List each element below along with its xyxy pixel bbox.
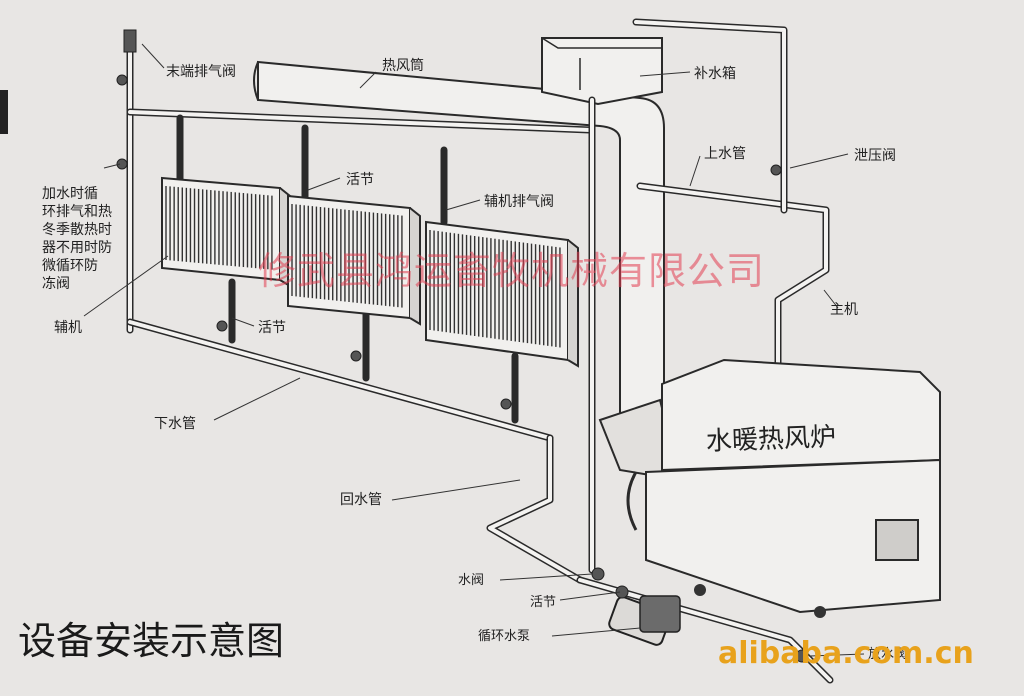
label-water-valve: 水阀	[458, 573, 484, 588]
left-edge-strip	[0, 90, 8, 134]
relief-valve-symbol	[770, 164, 782, 176]
label-drain-valve: 放水阀	[868, 647, 907, 662]
site-watermark: alibaba.com.cn	[718, 636, 974, 671]
label-furnace-name: 水暖热风炉	[706, 422, 837, 457]
side-note-line-2: 环排气和热	[42, 204, 112, 220]
side-valve-2	[116, 158, 128, 170]
label-aux-unit: 辅机	[54, 320, 82, 336]
label-return-pipe: 回水管	[340, 492, 382, 508]
side-note-line-3: 冬季散热时	[42, 222, 112, 238]
label-union-3: 活节	[530, 595, 556, 610]
valve-right	[500, 398, 512, 410]
valves	[116, 29, 809, 663]
aux-unit-1	[161, 176, 291, 288]
label-union-1: 活节	[346, 172, 374, 188]
union-symbol-2	[216, 320, 228, 332]
label-supply-pipe: 上水管	[704, 146, 746, 162]
aux-unit-3	[425, 220, 579, 368]
side-valve-1	[116, 74, 128, 86]
label-relief-valve: 泄压阀	[854, 148, 896, 164]
circulation-pump-body	[608, 595, 681, 646]
label-main-unit: 主机	[830, 302, 858, 318]
main-furnace	[626, 358, 941, 618]
aux-unit-2	[287, 194, 421, 326]
side-note-line-5: 微循环防	[42, 258, 98, 274]
end-vent-valve-symbol	[123, 29, 137, 53]
label-end-vent-valve: 末端排气阀	[166, 64, 236, 80]
diagram-caption: 设备安装示意图	[18, 619, 285, 663]
side-note-line-4: 器不用时防	[42, 240, 112, 256]
pipe-network	[126, 18, 834, 684]
drain-valve-symbol	[795, 649, 809, 663]
label-hot-air-duct: 热风筒	[382, 57, 424, 74]
side-note-line-6: 冻阀	[42, 275, 70, 292]
valve-mid	[350, 350, 362, 362]
makeup-tank	[541, 37, 663, 106]
label-circulation-pump: 循环水泵	[478, 629, 530, 644]
side-note: 加水时循 环排气和热 冬季散热时 器不用时防 微循环防 冻阀	[42, 186, 112, 292]
label-lower-pipe: 下水管	[154, 416, 196, 432]
side-note-line-1: 加水时循	[42, 186, 98, 202]
label-union-2: 活节	[258, 320, 286, 336]
union-symbol-3	[615, 585, 629, 599]
label-aux-vent-valve: 辅机排气阀	[484, 194, 554, 210]
water-valve-symbol	[591, 567, 605, 581]
leader-lines	[83, 43, 865, 657]
label-makeup-tank: 补水箱	[694, 66, 736, 82]
company-watermark: 修武县鸿运畜牧机械有限公司	[258, 249, 766, 293]
furnace-door	[875, 519, 919, 561]
